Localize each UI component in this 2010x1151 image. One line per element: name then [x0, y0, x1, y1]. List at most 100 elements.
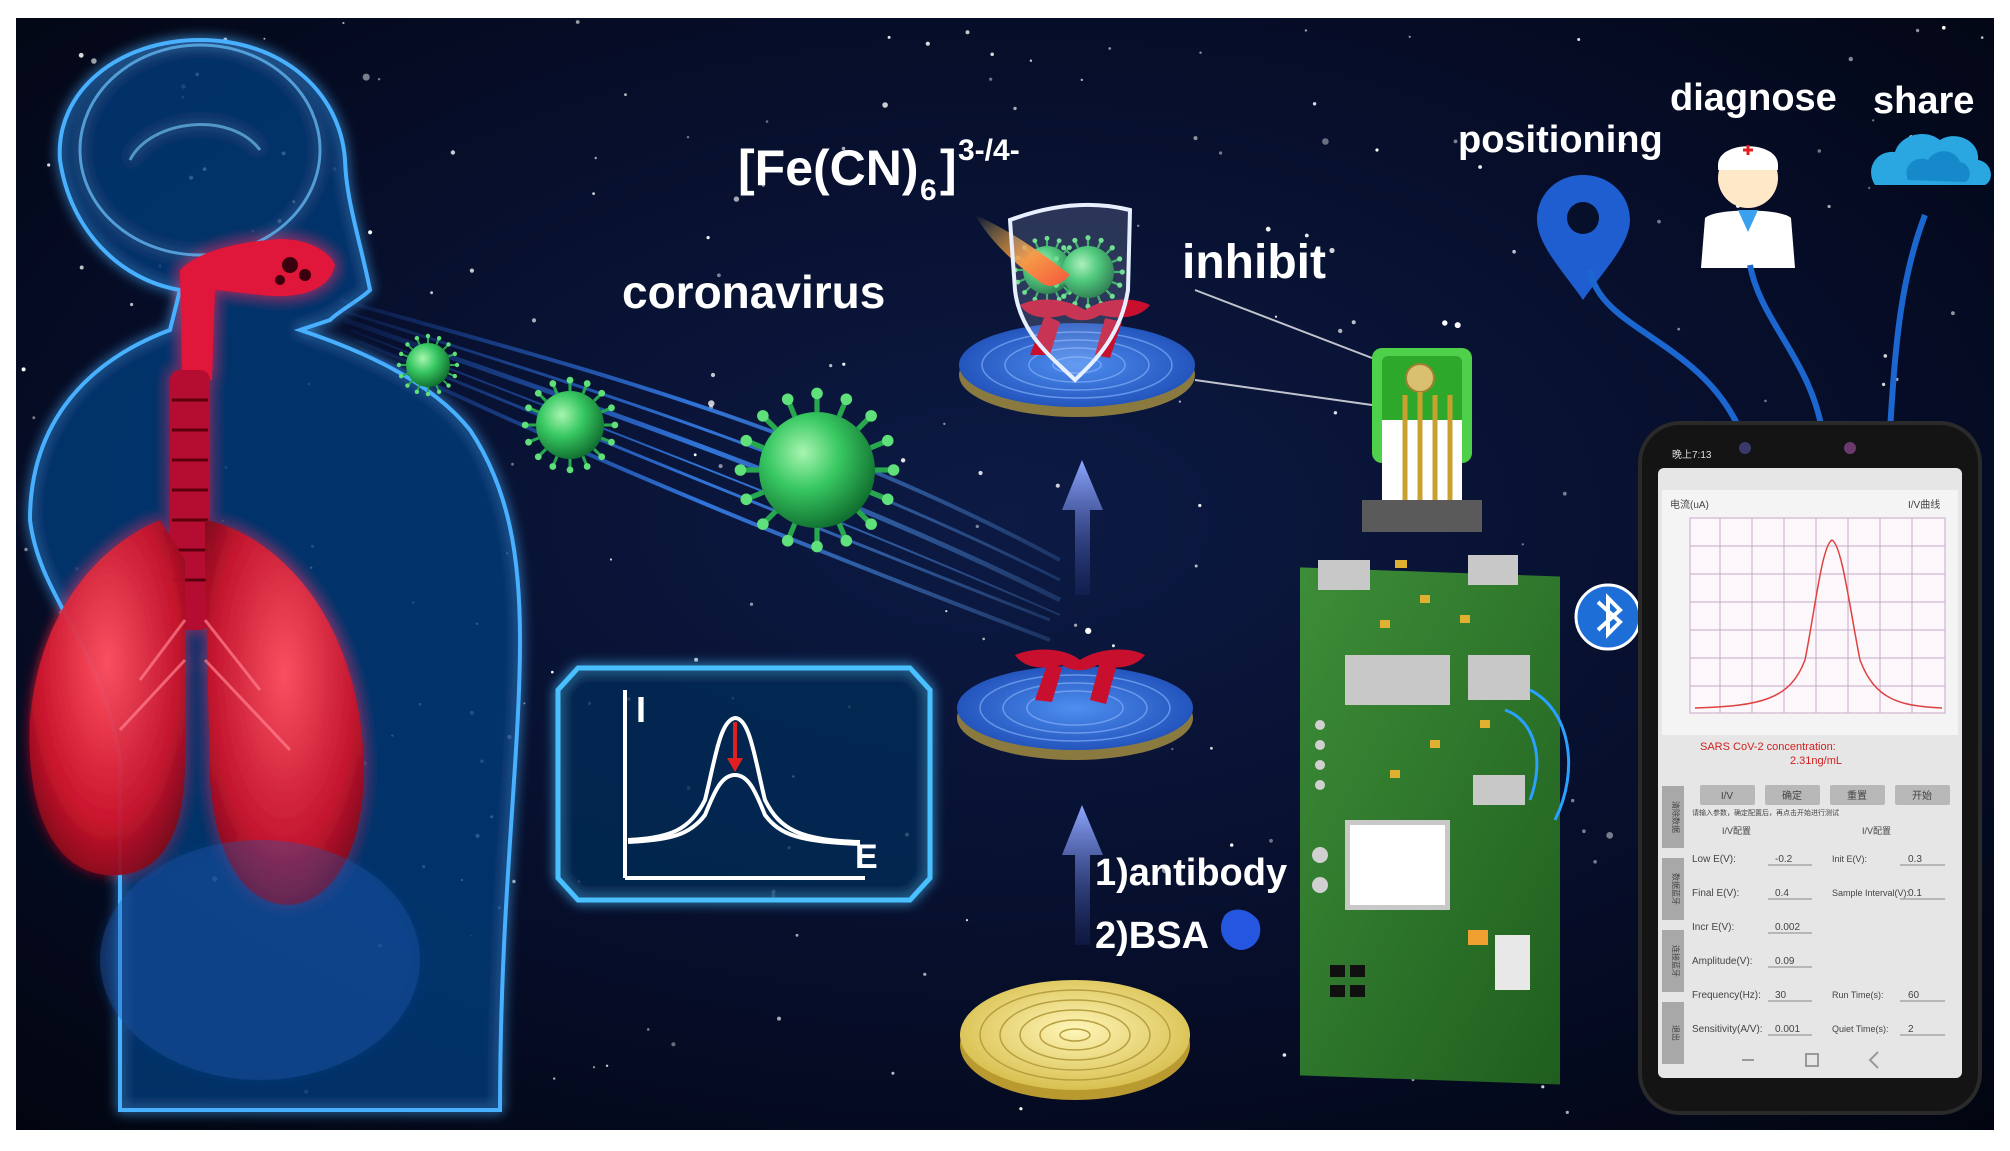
- star: [1881, 382, 1886, 387]
- star: [79, 265, 84, 270]
- star: [91, 58, 97, 64]
- star: [512, 879, 516, 884]
- star: [1265, 226, 1271, 232]
- star: [1013, 106, 1017, 111]
- redox-probe-streak: [975, 215, 1070, 286]
- virus-particle: [734, 387, 900, 553]
- phone-param-label: Final E(V):: [1692, 888, 1739, 899]
- star: [1577, 38, 1581, 41]
- star: [1817, 149, 1822, 153]
- star: [1848, 56, 1854, 62]
- phone-button[interactable]: [1830, 785, 1885, 805]
- phone-side-tab-label: 连接蓝牙: [1671, 945, 1681, 977]
- star: [706, 236, 710, 240]
- star: [1868, 186, 1871, 190]
- phone-button[interactable]: [1700, 785, 1755, 805]
- phone-section-right: I/V配置: [1862, 826, 1891, 836]
- coronavirus-label: coronavirus: [622, 266, 885, 318]
- bsa-protein-icon: [1220, 909, 1261, 950]
- virus-particle: [396, 333, 460, 397]
- phone-param-value[interactable]: -0.2: [1775, 854, 1793, 865]
- phone-param-value[interactable]: 0.09: [1775, 956, 1795, 967]
- star: [1980, 36, 1984, 39]
- star: [891, 1071, 895, 1075]
- phone-param-value[interactable]: 30: [1775, 990, 1787, 1001]
- fe-bracket: ]: [940, 140, 957, 196]
- phone-side-tab-label: 清除数据: [1671, 801, 1681, 833]
- phone-side-tab[interactable]: [1662, 858, 1684, 920]
- star: [1951, 311, 1955, 316]
- star: [594, 156, 597, 160]
- phone-side-tab[interactable]: [1662, 1002, 1684, 1064]
- star: [1178, 400, 1181, 403]
- star: [1442, 320, 1448, 326]
- phone-side-tab[interactable]: [1662, 930, 1684, 992]
- phone-status-time: 晚上7:13: [1672, 449, 1712, 461]
- star: [694, 657, 699, 662]
- star: [1915, 28, 1920, 33]
- shield-icon: [1007, 202, 1133, 383]
- star: [1338, 328, 1343, 334]
- star: [943, 422, 946, 425]
- sensor-pcb-device: [1300, 348, 1571, 1085]
- phone-param-label: Sample Interval(V):: [1832, 888, 1909, 898]
- star: [1274, 315, 1278, 318]
- phone-button[interactable]: [1765, 785, 1820, 805]
- star: [450, 150, 456, 155]
- phone-param-value[interactable]: 0.001: [1775, 1024, 1800, 1035]
- phone-param-label: Sensitivity(A/V):: [1692, 1024, 1763, 1035]
- star: [749, 602, 754, 606]
- star: [1055, 483, 1060, 488]
- star: [21, 367, 26, 372]
- star: [887, 35, 891, 39]
- star: [1582, 829, 1586, 833]
- phone-concentration-value: 2.31ng/mL: [1790, 755, 1842, 767]
- star: [1333, 411, 1338, 415]
- star: [1606, 832, 1614, 839]
- step-antibody-label: 1)antibody: [1095, 852, 1287, 894]
- star: [1512, 249, 1516, 254]
- star: [1312, 102, 1317, 106]
- phone-param-value[interactable]: 0.3: [1908, 854, 1922, 865]
- star: [1219, 151, 1223, 155]
- star: [1210, 746, 1213, 750]
- phone-param-value[interactable]: 2: [1908, 1024, 1914, 1035]
- phone-chart-grid: [1689, 517, 1946, 714]
- star: [1193, 136, 1198, 141]
- phone-button[interactable]: [1895, 785, 1950, 805]
- star: [761, 184, 765, 187]
- human-body-illustration: [27, 37, 523, 1112]
- phone-side-tab[interactable]: [1662, 786, 1684, 848]
- star: [965, 30, 970, 35]
- star: [1199, 51, 1202, 54]
- share-label: share: [1873, 80, 1974, 122]
- phone-param-value[interactable]: 0.1: [1908, 888, 1922, 899]
- star: [368, 230, 373, 235]
- bluetooth-icon: [1574, 583, 1642, 651]
- phone-side-tab-label: 退出: [1671, 1025, 1681, 1041]
- star: [130, 302, 134, 307]
- star: [1521, 543, 1524, 546]
- star: [975, 524, 979, 529]
- step-bsa-label: 2)BSA: [1095, 915, 1209, 957]
- star: [1764, 399, 1767, 403]
- phone-param-value[interactable]: 60: [1908, 990, 1920, 1001]
- star: [1623, 143, 1626, 146]
- phone-param-value[interactable]: 0.4: [1775, 888, 1789, 899]
- fe-complex-text: [Fe(CN): [738, 140, 919, 196]
- star: [1137, 224, 1140, 227]
- star: [1375, 148, 1379, 152]
- star: [717, 273, 721, 278]
- axis-e-label: E: [855, 838, 878, 876]
- star: [575, 20, 580, 24]
- phone-param-label: Incr E(V):: [1692, 922, 1734, 933]
- star: [1942, 25, 1946, 30]
- star: [686, 136, 690, 139]
- smartphone: 晚上7:13 电流(uA) I/V曲线 SARS CoV-2 concentra…: [1638, 421, 1982, 1115]
- star: [625, 287, 629, 291]
- phone-param-value[interactable]: 0.002: [1775, 922, 1800, 933]
- star: [1541, 1085, 1545, 1089]
- phone-button-label: I/V: [1721, 791, 1734, 802]
- star: [605, 1064, 609, 1068]
